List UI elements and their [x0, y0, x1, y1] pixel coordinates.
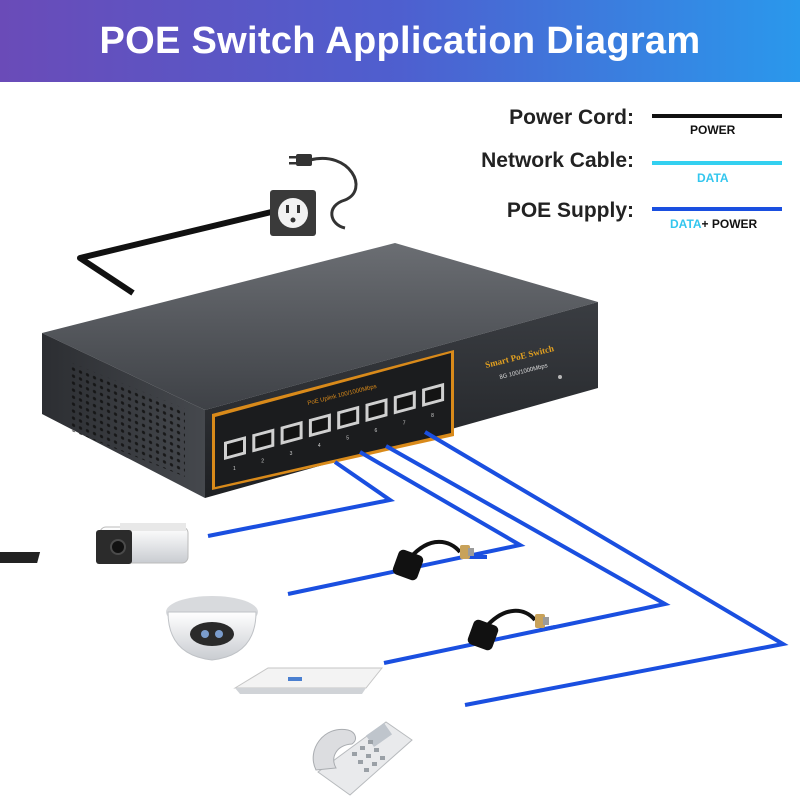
- legend-power-line: [652, 114, 782, 118]
- dome-camera-icon: [166, 596, 258, 661]
- cable-ip-phone: [423, 430, 789, 707]
- port-number: 6: [375, 428, 378, 434]
- legend-poe-line: [652, 207, 782, 211]
- legend-poe-caption-data: DATA: [670, 217, 702, 231]
- title-banner: [0, 0, 800, 82]
- port-number: 8: [431, 413, 434, 419]
- port-number: 1: [233, 466, 236, 472]
- cable-bullet-camera: [207, 460, 396, 538]
- ethernet-port-7: 7: [393, 390, 416, 426]
- ethernet-port-4: 4: [308, 413, 331, 449]
- port-number: 4: [318, 443, 321, 449]
- port-number: 7: [403, 420, 406, 426]
- ip-phone-icon: [312, 721, 413, 796]
- ethernet-port-3: 3: [280, 420, 303, 457]
- cable-splitter-1: [287, 450, 526, 596]
- poe-splitter-icon: [467, 608, 549, 651]
- power-outlet-icon: [270, 190, 316, 236]
- port-number: 5: [346, 436, 349, 442]
- power-plug-icon: [289, 154, 358, 230]
- ethernet-port-8: 8: [422, 382, 445, 419]
- diagram-title: POE Switch Application Diagram: [99, 20, 701, 62]
- port-number: 3: [290, 451, 293, 457]
- bullet-camera-icon: [0, 523, 189, 564]
- legend-poe-caption: DATA+ POWER: [670, 217, 757, 231]
- ethernet-port-1: 1: [224, 436, 246, 472]
- legend-network-label: Network Cable:: [481, 149, 634, 172]
- ethernet-port-2: 2: [252, 428, 275, 464]
- port-number: 2: [261, 458, 264, 464]
- power-cord: [77, 205, 289, 296]
- cable-dome-camera: [383, 444, 671, 665]
- legend-network-caption: DATA: [697, 171, 729, 185]
- ethernet-port-6: 6: [365, 398, 388, 434]
- legend-power-label: Power Cord:: [509, 106, 634, 129]
- ethernet-port-5: 5: [337, 405, 360, 442]
- access-point-icon: [233, 667, 384, 694]
- cable-splitter-2-out: [539, 625, 556, 632]
- switch-ports: 1 2 3 4 5 6 7 8: [224, 382, 445, 472]
- legend-poe-caption-power: + POWER: [701, 217, 758, 231]
- legend-poe-label: POE Supply:: [506, 199, 634, 222]
- legend-power-caption: POWER: [690, 123, 736, 137]
- poe-splitter-icon: [392, 539, 474, 581]
- legend-network-line: [652, 161, 782, 165]
